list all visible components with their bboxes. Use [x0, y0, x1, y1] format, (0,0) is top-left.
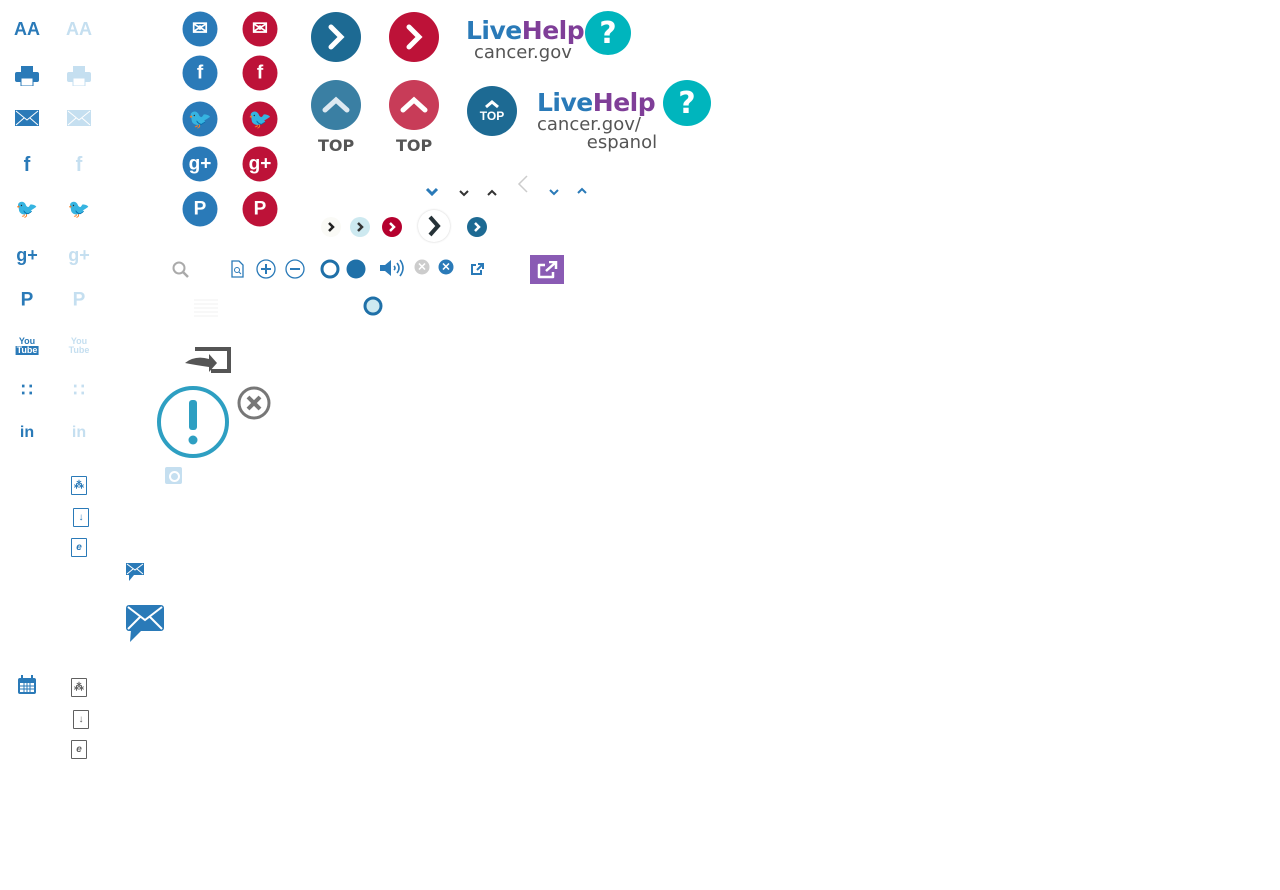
back-to-top-red[interactable] — [389, 80, 439, 130]
email-circle-blue[interactable]: ✉ — [182, 11, 218, 47]
email-chat-icon-large[interactable] — [126, 605, 164, 648]
zoom-in-icon[interactable] — [256, 259, 276, 284]
pinterest-icon[interactable]: P — [20, 289, 34, 311]
logo-live: Live — [466, 16, 522, 45]
download-icon[interactable]: ↓ — [73, 508, 89, 527]
pinterest-circle-blue[interactable]: P — [182, 191, 218, 227]
powerpoint-icon-gray[interactable]: P — [71, 771, 89, 788]
email-chat-icon-small[interactable] — [126, 563, 144, 586]
livehelp-logo[interactable]: LiveHelp cancer.gov — [466, 16, 585, 63]
download-icon-gray[interactable]: ↓ — [73, 710, 89, 729]
rss-icon[interactable]: ∷ — [21, 380, 33, 400]
livehelp-bubble: ? — [663, 80, 711, 126]
chevron-right-icon[interactable] — [321, 217, 341, 237]
facebook-icon[interactable]: f — [23, 154, 31, 176]
googleplus-icon[interactable]: g+ — [16, 245, 38, 265]
word-icon[interactable]: W — [71, 599, 89, 616]
chevron-right-circle-light[interactable] — [350, 217, 370, 237]
chevron-down-icon[interactable] — [458, 184, 470, 202]
pdf-icon-gray[interactable]: ⁂ — [71, 678, 87, 697]
twitter-circle-blue[interactable]: 🐦 — [182, 101, 218, 137]
linkedin-icon-faded: in — [71, 424, 87, 441]
email-icon-faded — [67, 110, 91, 126]
zoom-out-icon[interactable] — [285, 259, 305, 284]
pinterest-icon-faded: P — [72, 289, 86, 311]
chevron-up-icon[interactable] — [576, 182, 588, 200]
logo-live: Live — [537, 88, 593, 117]
top-label: TOP — [318, 136, 355, 155]
powerpoint-icon[interactable]: P — [71, 569, 89, 586]
top-label: TOP — [479, 109, 505, 123]
chevron-down-icon[interactable] — [548, 183, 560, 201]
chevron-right-circle-blue[interactable] — [467, 217, 487, 237]
print-icon[interactable] — [15, 66, 39, 86]
external-link-button[interactable] — [530, 255, 564, 284]
excel-icon[interactable]: X — [71, 631, 89, 648]
pinterest-circle-red[interactable]: P — [242, 191, 278, 227]
close-circle-icon[interactable] — [237, 386, 271, 425]
linkedin-icon[interactable]: in — [19, 424, 35, 441]
youtube-text: Tube — [15, 345, 39, 355]
close-icon-gray[interactable]: ✕ — [414, 259, 430, 275]
facebook-icon-faded: f — [75, 154, 83, 176]
top-label: TOP — [396, 136, 433, 155]
next-arrow-red[interactable] — [389, 12, 439, 62]
facebook-circle-blue[interactable]: f — [182, 55, 218, 91]
facebook-circle-red[interactable]: f — [242, 55, 278, 91]
email-icon[interactable] — [15, 110, 39, 126]
audio-icon[interactable] — [379, 258, 406, 283]
radio-filled-icon[interactable] — [346, 259, 366, 284]
logo-help: Help — [592, 88, 656, 117]
googleplus-circle-red[interactable]: g+ — [242, 146, 278, 182]
document-search-icon[interactable] — [231, 260, 244, 283]
external-link-icon[interactable] — [470, 263, 484, 281]
close-icon-blue[interactable]: ✕ — [438, 259, 454, 275]
logo-espanol: espanol — [586, 132, 658, 153]
youtube-text: Tube — [68, 345, 90, 355]
instagram-icon[interactable] — [165, 467, 182, 484]
chevron-right-circle-large[interactable] — [418, 210, 450, 242]
print-icon-faded — [67, 66, 91, 86]
excel-icon-gray[interactable]: X — [71, 833, 89, 850]
livehelp-logo-espanol[interactable]: LiveHelp cancer.gov/ espanol — [537, 88, 658, 153]
googleplus-icon-faded: g+ — [68, 245, 90, 265]
back-to-top-blue[interactable] — [311, 80, 361, 130]
alert-icon — [157, 386, 229, 463]
twitter-circle-red[interactable]: 🐦 — [242, 101, 278, 137]
text-size-icon-faded: AA — [66, 19, 92, 39]
text-size-icon[interactable]: AA — [14, 19, 40, 39]
calendar-icon[interactable] — [17, 675, 37, 695]
logo-help: Help — [521, 16, 585, 45]
livehelp-bubble: ? — [585, 11, 631, 55]
logo-domain: cancer.gov/ — [537, 114, 641, 135]
chevron-left-icon[interactable] — [517, 175, 529, 198]
ebook-icon[interactable]: e — [71, 538, 87, 557]
radio-empty-icon[interactable] — [320, 259, 340, 284]
search-icon[interactable] — [172, 261, 190, 284]
ebook-icon-gray[interactable]: e — [71, 740, 87, 759]
share-screen-icon[interactable] — [183, 345, 233, 380]
chevron-down-icon[interactable] — [425, 183, 439, 201]
menu-lines-icon — [194, 298, 218, 323]
chevron-up-icon[interactable] — [486, 184, 498, 202]
logo-domain: cancer.gov — [474, 42, 572, 63]
googleplus-circle-blue[interactable]: g+ — [182, 146, 218, 182]
youtube-text: You — [70, 336, 88, 346]
back-to-top-badge[interactable]: TOP — [467, 86, 517, 136]
youtube-text: You — [18, 336, 36, 346]
radio-selected-light-icon[interactable] — [363, 296, 383, 321]
chevron-right-circle-red[interactable] — [382, 217, 402, 237]
word-icon-gray[interactable]: W — [71, 801, 89, 818]
email-circle-red[interactable]: ✉ — [242, 11, 278, 47]
next-arrow-blue[interactable] — [311, 12, 361, 62]
pdf-icon[interactable]: ⁂ — [71, 476, 87, 495]
rss-icon-faded: ∷ — [73, 380, 85, 400]
twitter-icon[interactable]: 🐦 — [15, 199, 39, 219]
twitter-icon-faded: 🐦 — [67, 199, 91, 219]
